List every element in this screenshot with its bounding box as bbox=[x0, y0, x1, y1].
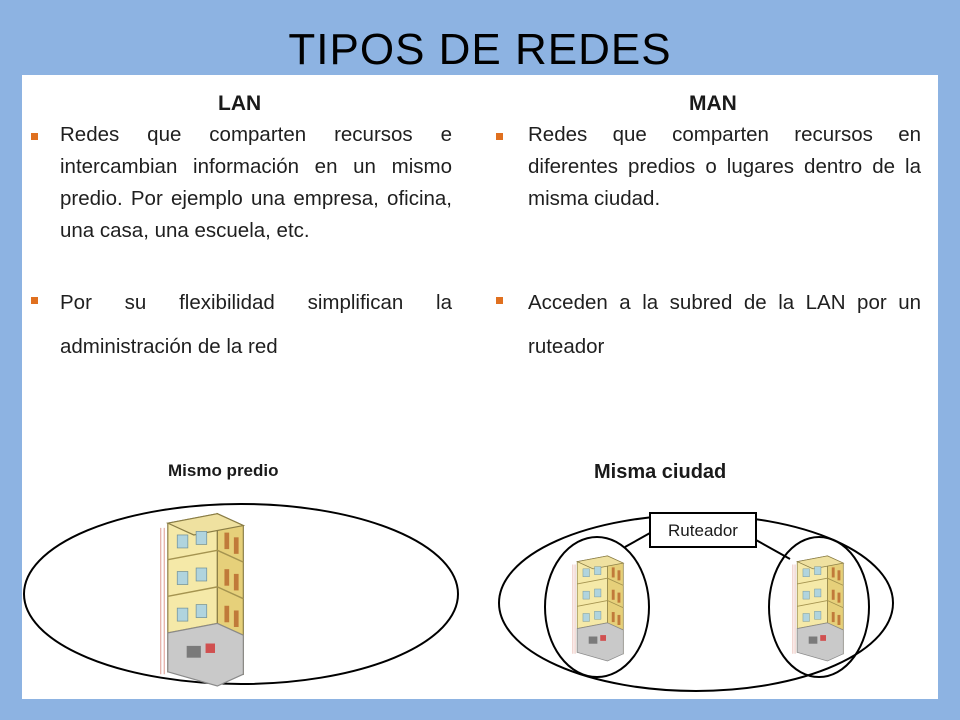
building-icon bbox=[792, 555, 844, 662]
router-box bbox=[649, 512, 757, 548]
square-bullet-icon bbox=[496, 133, 503, 140]
slide-title: TIPOS DE REDES bbox=[288, 25, 672, 74]
building-icon bbox=[572, 555, 624, 662]
network-diagrams: Ruteador bbox=[23, 503, 894, 692]
man-diagram-label: Misma ciudad bbox=[594, 461, 727, 483]
square-bullet-icon bbox=[31, 133, 38, 140]
content-panel: LAN Redes que comparten recursos e inter… bbox=[22, 75, 938, 699]
man-lan-circle-right bbox=[768, 536, 870, 678]
man-lan-circle-left bbox=[544, 536, 650, 678]
router-link-left bbox=[624, 532, 651, 548]
lan-boundary-ellipse bbox=[23, 503, 459, 685]
square-bullet-icon bbox=[31, 297, 38, 304]
lan-heading: LAN bbox=[218, 92, 262, 115]
router-link-right bbox=[755, 539, 791, 560]
lan-diagram-label: Mismo predio bbox=[168, 461, 279, 480]
router-label: Ruteador bbox=[668, 521, 738, 540]
lan-bullet-1: Redes que comparten recursos e intercamb… bbox=[60, 123, 452, 242]
square-bullet-icon bbox=[496, 297, 503, 304]
man-heading: MAN bbox=[689, 92, 737, 115]
lan-bullet-2: Por su flexibilidad simplifican la admin… bbox=[60, 291, 452, 358]
man-bullet-2: Acceden a la subred de la LAN por un rut… bbox=[528, 291, 921, 358]
building-icon bbox=[160, 513, 245, 687]
man-bullet-1: Redes que comparten recursos en diferent… bbox=[528, 123, 921, 210]
